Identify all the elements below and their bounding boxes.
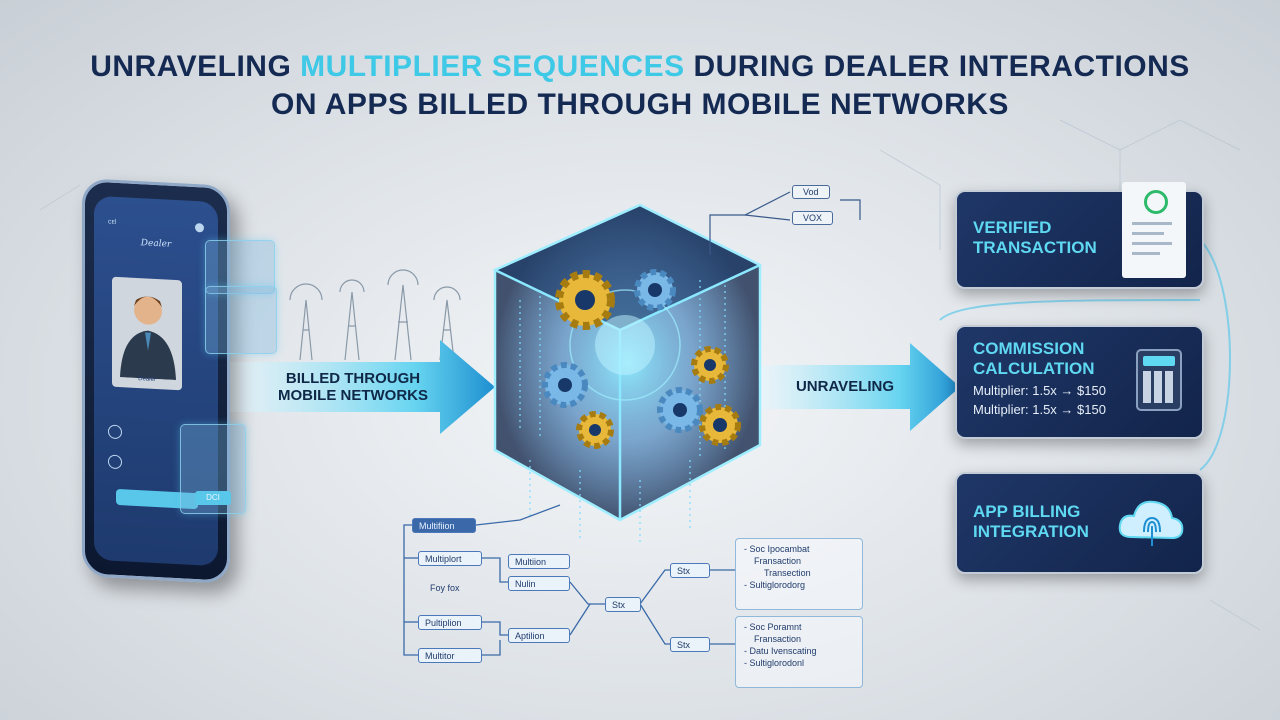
flow-box-4: Nulin bbox=[508, 576, 570, 591]
gear-icon bbox=[542, 269, 741, 449]
cloud-fingerprint-icon bbox=[1118, 500, 1184, 546]
flow-box-6: Aptilion bbox=[508, 628, 570, 643]
panel-button[interactable]: DCI bbox=[195, 491, 231, 505]
calculator-icon bbox=[1136, 349, 1182, 411]
status-text: ᴄᴇl bbox=[108, 218, 117, 226]
title-highlight: MULTIPLIER SEQUENCES bbox=[300, 50, 685, 83]
cube-tag-2: VOX bbox=[792, 211, 834, 225]
verified-transaction-card: VERIFIED TRANSACTION bbox=[955, 182, 1204, 289]
checkmark-icon bbox=[1144, 190, 1168, 214]
flow-box-5: Pultiplion bbox=[418, 615, 482, 630]
smartphone: ᴄᴇl Dealer Dealer bbox=[82, 178, 230, 584]
phone-screen: ᴄᴇl Dealer Dealer bbox=[94, 195, 218, 567]
flow-box-9: Stx bbox=[670, 563, 710, 578]
floating-panel-2 bbox=[205, 286, 277, 354]
floating-panel-1 bbox=[205, 240, 275, 294]
user-icon[interactable] bbox=[108, 454, 122, 470]
commission-calculation-card: COMMISSION CALCULATION Multiplier: 1.5x … bbox=[955, 325, 1204, 439]
flow-box-1: Multifiion bbox=[412, 518, 476, 533]
unraveling-arrow-label: UNRAVELING bbox=[795, 377, 895, 395]
radio-tower-icon bbox=[289, 269, 461, 361]
cube-tag-1: Vod bbox=[792, 185, 830, 199]
floating-panel-3: DCI bbox=[180, 424, 246, 514]
dealer-avatar bbox=[120, 296, 176, 381]
app-billing-integration-card: APP BILLING INTEGRATION bbox=[955, 472, 1204, 574]
flow-box-3: Multiion bbox=[508, 554, 570, 569]
dealer-avatar-card: Dealer bbox=[112, 276, 182, 391]
settings-icon[interactable] bbox=[108, 424, 122, 440]
right-arrow-shape bbox=[760, 343, 960, 431]
flow-box-10: Stx bbox=[670, 637, 710, 652]
page-title-line-1: UNRAVELING MULTIPLIER SEQUENCES DURING D… bbox=[90, 50, 1190, 83]
flow-box-2: Multiplort bbox=[418, 551, 482, 566]
left-arrow-shape bbox=[230, 340, 495, 434]
receipt-icon bbox=[1122, 182, 1186, 278]
screen-title: Dealer bbox=[140, 238, 172, 250]
page-title-line-2: ON APPS BILLED THROUGH MOBILE NETWORKS bbox=[271, 88, 1009, 121]
menu-icon[interactable] bbox=[195, 223, 204, 233]
flow-box-7: Multitor bbox=[418, 648, 482, 663]
flow-box-8: Stx bbox=[605, 597, 641, 612]
flow-label-1: Foy fox bbox=[430, 583, 460, 593]
